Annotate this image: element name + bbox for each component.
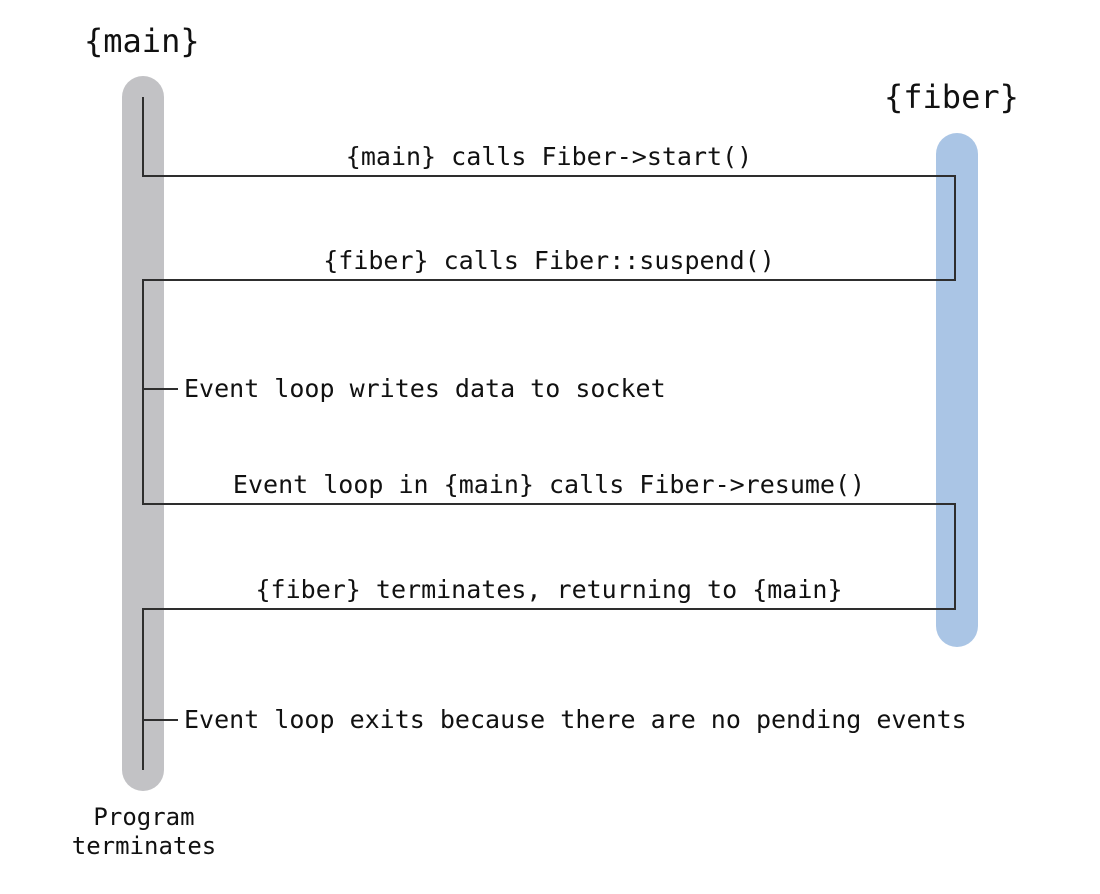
message-line-suspend xyxy=(142,279,956,281)
message-label-start: {main} calls Fiber->start() xyxy=(345,142,753,171)
actor-label-main: {main} xyxy=(84,22,200,60)
message-label-resume: Event loop in {main} calls Fiber->resume… xyxy=(232,470,866,499)
actor-label-fiber: {fiber} xyxy=(884,78,1019,116)
control-line-fiber-segment-1 xyxy=(954,175,956,281)
control-line-fiber-segment-2 xyxy=(954,503,956,610)
message-line-terminate xyxy=(142,608,956,610)
lifeline-bar-fiber xyxy=(936,133,978,647)
program-terminates-note: Program terminates xyxy=(58,803,230,861)
message-label-suspend: {fiber} calls Fiber::suspend() xyxy=(323,246,775,275)
self-event-tick-socket-write xyxy=(142,388,178,390)
program-terminates-line1: Program xyxy=(93,803,195,831)
control-line-main-segment-1 xyxy=(142,97,144,177)
self-event-label-socket-write: Event loop writes data to socket xyxy=(184,374,666,403)
control-line-main-segment-2 xyxy=(142,279,144,505)
message-line-resume xyxy=(142,503,956,505)
program-terminates-line2: terminates xyxy=(71,832,217,860)
self-event-label-loop-exit: Event loop exits because there are no pe… xyxy=(184,705,967,734)
message-line-start xyxy=(142,175,956,177)
control-line-main-segment-3 xyxy=(142,608,144,770)
self-event-tick-loop-exit xyxy=(142,719,178,721)
message-label-terminate: {fiber} terminates, returning to {main} xyxy=(255,575,843,604)
